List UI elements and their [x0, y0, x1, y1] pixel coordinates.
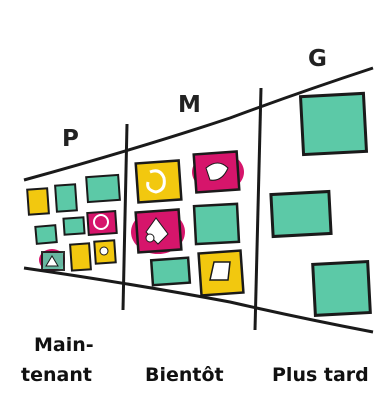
column-label-plus-tard: Plus tard	[272, 364, 369, 386]
card	[192, 202, 241, 246]
card	[26, 187, 50, 216]
card-yellow	[134, 159, 183, 204]
card-magenta	[131, 208, 185, 254]
column-letter-m: M	[178, 92, 201, 118]
card-magenta	[39, 249, 65, 271]
card-yellow	[197, 249, 245, 297]
card	[69, 242, 92, 272]
card	[298, 91, 369, 157]
card-magenta	[192, 150, 244, 194]
card-magenta	[86, 209, 118, 237]
card	[269, 189, 333, 239]
column-label-maintenant-line1: Main-	[34, 334, 94, 356]
card	[149, 256, 192, 287]
column-m-cards	[131, 150, 245, 297]
divider-2	[253, 87, 263, 331]
column-letter-g: G	[308, 46, 327, 72]
funnel-bottom-edge	[23, 266, 374, 334]
card	[34, 224, 58, 245]
column-letter-p: P	[62, 126, 79, 152]
card	[311, 259, 372, 317]
card	[54, 183, 78, 213]
column-g-cards	[269, 91, 372, 317]
card	[62, 216, 86, 236]
column-label-bientot: Bientôt	[145, 364, 224, 386]
column-p-cards	[26, 173, 121, 272]
column-label-maintenant-line2: tenant	[21, 364, 92, 386]
divider-1	[121, 123, 129, 311]
card	[85, 173, 121, 204]
funnel-top-edge	[23, 66, 374, 182]
